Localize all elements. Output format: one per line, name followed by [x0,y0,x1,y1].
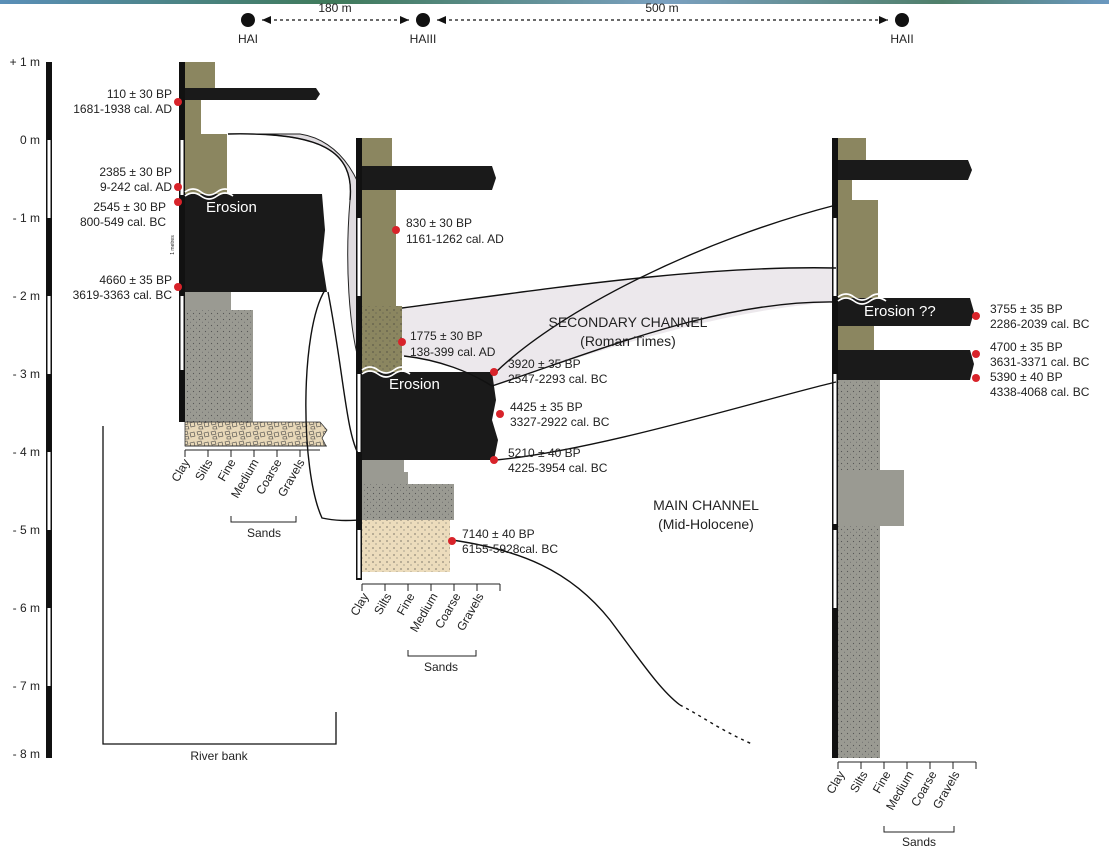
scale-tick-m8: - 8 m [13,747,40,761]
main-channel-name: MAIN CHANNEL [653,497,759,513]
date-dot [490,456,498,464]
top-photo-strip [0,0,1109,4]
column-hai: 1 metres [170,62,328,447]
grain-label: Silts [371,591,394,618]
site-label-haiii: HAIII [410,32,437,46]
haii-peat-thin [838,160,972,180]
secondary-channel-fill [402,267,836,386]
date-cal: 138-399 cal. AD [410,345,496,359]
scale-tick-m1: - 1 m [13,211,40,225]
date-dot [972,312,980,320]
haiii-peat-thin [362,166,496,190]
date-bp: 4700 ± 35 BP [990,340,1063,354]
date-cal: 2286-2039 cal. BC [990,317,1090,331]
site-label-hai: HAI [238,32,258,46]
grain-label: Clay [347,591,371,619]
channel-lines [227,133,837,745]
scale-tick-m5: - 5 m [13,523,40,537]
column-haiii [356,138,498,580]
scale-tick-m7: - 7 m [13,679,40,693]
date-cal: 800-549 cal. BC [80,215,166,229]
date-dot [972,350,980,358]
sands-label: Sands [247,526,281,540]
grain-axis-hai: Clay Silts Fine Medium Coarse Gravels Sa… [168,449,320,540]
site-markers: 180 m 500 m HAI HAIII HAII [238,1,914,46]
date-cal: 3631-3371 cal. BC [990,355,1090,369]
site-label-haii: HAII [890,32,913,46]
main-channel-period: (Mid-Holocene) [658,516,754,532]
date-cal: 4225-3954 cal. BC [508,461,608,475]
haii-peat-lower [838,350,974,380]
date-cal: 4338-4068 cal. BC [990,385,1090,399]
date-dot [174,183,182,191]
date-dot [174,198,182,206]
secondary-channel-period: (Roman Times) [580,333,676,349]
date-cal: 6155-5928cal. BC [462,542,558,556]
date-bp: 5390 ± 40 BP [990,370,1063,384]
distance-label-2: 500 m [645,1,678,15]
erosion-label-hai: Erosion [206,199,257,216]
scale-tick-p1: + 1 m [10,55,40,69]
date-markers: 110 ± 30 BP 1681-1938 cal. AD 2385 ± 30 … [73,87,1090,556]
date-bp: 2545 ± 30 BP [93,200,166,214]
erosion-label-haiii: Erosion [389,376,440,393]
grain-label: Clay [168,457,192,485]
grain-label: Clay [823,769,847,797]
hai-peat-thin [185,88,320,100]
grain-label: Silts [847,769,870,796]
sands-label: Sands [902,835,936,848]
column-haii [832,138,974,758]
date-cal: 1161-1262 cal. AD [406,232,504,246]
date-bp: 830 ± 30 BP [406,216,472,230]
date-bp: 7140 ± 40 BP [462,527,535,541]
date-dot [398,338,406,346]
date-cal: 9-242 cal. AD [100,180,172,194]
date-bp: 4425 ± 35 BP [510,400,583,414]
date-dot [448,537,456,545]
site-dot-haiii [416,13,430,27]
date-bp: 3755 ± 35 BP [990,302,1063,316]
scale-tick-m4: - 4 m [13,445,40,459]
scale-tick-m6: - 6 m [13,601,40,615]
date-cal: 3619-3363 cal. BC [73,288,173,302]
grain-label: Silts [192,457,215,484]
sands-label: Sands [424,660,458,674]
river-bank-label: River bank [190,749,248,763]
date-bp: 2385 ± 30 BP [99,165,172,179]
date-bp: 5210 ± 40 BP [508,446,581,460]
date-cal: 3327-2922 cal. BC [510,415,610,429]
hai-silt-top [185,62,215,88]
date-bp: 3920 ± 35 BP [508,357,581,371]
hai-peat-main [185,194,327,292]
distance-label-1: 180 m [318,1,351,15]
grain-axis-haii: Clay Silts Fine Medium Coarse Gravels Sa… [823,761,977,848]
date-cal: 1681-1938 cal. AD [73,102,172,116]
date-bp: 4660 ± 35 BP [99,273,172,287]
scale-tick-0: 0 m [20,133,40,147]
erosion-label-haii: Erosion ?? [864,303,936,320]
date-dot [392,226,400,234]
date-dot [174,98,182,106]
date-dot [496,410,504,418]
date-bp: 1775 ± 30 BP [410,329,483,343]
date-dot [174,283,182,291]
date-dot [490,368,498,376]
depth-scale: + 1 m 0 m - 1 m - 2 m - 3 m - 4 m - 5 m … [10,55,52,761]
river-bank-bracket: River bank [102,426,337,763]
scale-tick-m2: - 2 m [13,289,40,303]
hai-scale-note: 1 metres [170,235,176,255]
haiii-peat-main [362,372,498,460]
date-dot [972,374,980,382]
erosion-waves [184,188,887,378]
secondary-channel-name: SECONDARY CHANNEL [549,314,708,330]
date-cal: 2547-2293 cal. BC [508,372,608,386]
site-dot-hai [241,13,255,27]
site-dot-haii [895,13,909,27]
haii-peat-upper [838,298,974,326]
grain-axis-haiii: Clay Silts Fine Medium Coarse Gravels Sa… [347,583,501,674]
scale-tick-m3: - 3 m [13,367,40,381]
date-bp: 110 ± 30 BP [107,87,172,101]
